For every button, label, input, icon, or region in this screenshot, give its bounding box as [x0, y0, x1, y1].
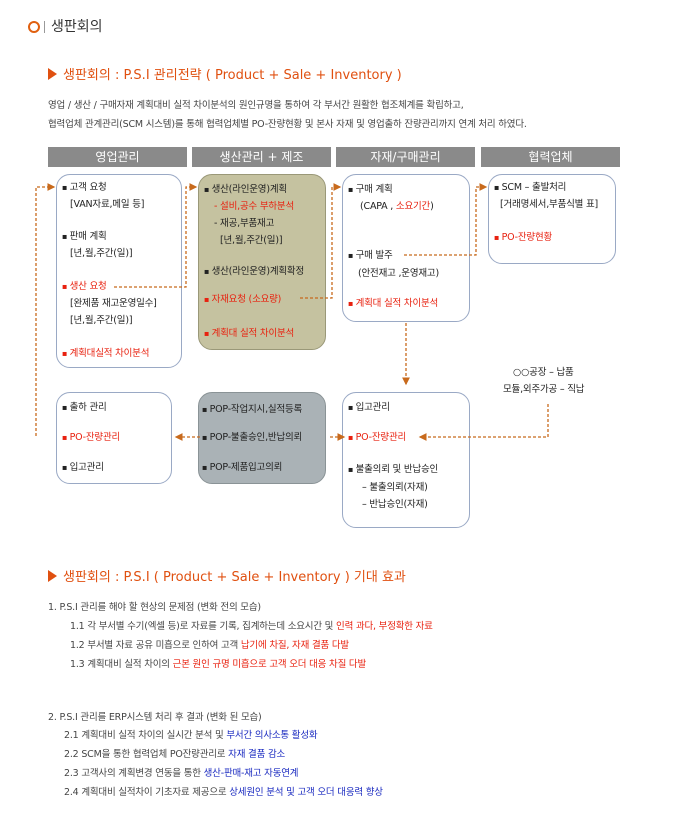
- prod-item-wip-stock: - 재공,부품재고: [214, 218, 275, 229]
- effect-p2-heading: 2. P.S.I 관리를 ERP시스템 처리 후 결과 (변화 된 모습): [48, 712, 262, 723]
- prod-item-work-order: POP-작업지시,실적등록: [202, 402, 303, 417]
- prod-item-load-analysis: - 설비,공수 부하분석: [214, 201, 295, 212]
- section1-title: 생판회의 : P.S.I 관리전략 ( Product + Sale + Inv…: [48, 64, 402, 83]
- sales-item-customer-request-detail: [VAN자료,메일 등]: [70, 199, 145, 210]
- mat-item-po-balance: PO-잔량관리: [348, 430, 407, 445]
- delivery-connector: [418, 404, 549, 441]
- sales-item-production-request: 생산 요청: [62, 279, 107, 294]
- prod-item-period: [년,월,주간(일)]: [220, 235, 283, 246]
- mat-item-purchase-plan-detail: (CAPA , 소요기간): [360, 201, 434, 212]
- sales-item-receiving: 입고관리: [62, 460, 104, 475]
- prod-item-variance-analysis: 계획대 실적 차이분석: [204, 326, 295, 341]
- arrow-right-icon: [48, 570, 57, 582]
- production-request-connector: [114, 183, 198, 288]
- partner-item-po-balance: PO-잔량현황: [494, 230, 553, 245]
- arrow-right-icon: [48, 68, 57, 80]
- effect-p2-4: 2.4 계획대비 실적차이 기초자료 제공으로 상세원인 분석 및 고객 오더 …: [64, 787, 383, 798]
- mat-item-receiving: 입고관리: [348, 400, 390, 415]
- mat-item-variance-analysis: 계획대 실적 차이분석: [348, 296, 439, 311]
- page-title: 생판회의: [28, 16, 103, 36]
- effect-p1-heading: 1. P.S.I 관리를 해야 할 현상의 문제점 (변화 전의 모습): [48, 602, 261, 613]
- effect-p1-1: 1.1 각 부서별 수기(엑셀 등)로 자료를 기록, 집계하는데 소요시간 및…: [70, 621, 433, 632]
- partner-item-scm-detail: [거래명세서,부품식별 표]: [500, 199, 599, 210]
- mat-item-purchase-plan: 구매 계획: [348, 182, 393, 197]
- sales-item-sales-plan-detail: [년,월,주간(일)]: [70, 248, 133, 259]
- mat-item-issue-request: – 불출의뢰(자재): [362, 482, 428, 493]
- sales-item-production-request-detail2: [년,월,주간(일)]: [70, 315, 133, 326]
- mat-item-purchase-order: 구매 발주: [348, 248, 393, 263]
- section2-title: 생판회의 : P.S.I ( Product + Sale + Inventor…: [48, 566, 406, 585]
- prod-item-material-request: 자재요청 (소요량): [204, 292, 282, 307]
- partner-note-module: 모듈,외주가공 – 직납: [503, 384, 585, 395]
- divider: [44, 21, 45, 33]
- loop-connector: [35, 183, 56, 436]
- effect-p2-1: 2.1 계획대비 실적 차이의 실시간 분석 및 부서간 의사소통 활성화: [64, 730, 318, 741]
- sales-item-production-request-detail1: [완제품 재고운영일수]: [70, 298, 157, 309]
- purchase-order-connector: [404, 183, 488, 256]
- sales-item-variance-analysis: 계획대실적 차이분석: [62, 346, 150, 361]
- effect-p2-3: 2.3 고객사의 계획변경 연동을 통한 생산-판매-재고 자동연계: [64, 768, 299, 779]
- mat-item-purchase-order-detail: (안전재고 ,운영재고): [358, 268, 439, 279]
- effect-p1-3: 1.3 계획대비 실적 차이의 근본 원인 규명 미흡으로 고객 오더 대응 차…: [70, 659, 367, 670]
- section1-description: 영업 / 생산 / 구매자재 계획대비 실적 차이분석의 원인규명을 통하여 각…: [48, 100, 527, 130]
- header-production: 생산관리 + 제조: [192, 147, 331, 167]
- prod-item-line-plan: 생산(라인운영)계획: [204, 182, 288, 197]
- mat-item-return-approval: – 반납승인(자재): [362, 499, 428, 510]
- prod-item-issue-approval: POP-불출승인,반납의뢰: [202, 430, 303, 445]
- sales-plan-box: [56, 174, 182, 368]
- circle-marker-icon: [28, 21, 40, 33]
- sales-item-po-balance: PO-잔량관리: [62, 430, 121, 445]
- sales-item-shipping: 출하 관리: [62, 400, 107, 415]
- material-request-connector: [300, 183, 342, 299]
- header-partner: 협력업체: [481, 147, 620, 167]
- prod-item-product-receiving: POP-제품입고의뢰: [202, 460, 283, 475]
- effect-p1-2: 1.2 부서별 자료 공유 미흡으로 인하여 고객 납기에 차질, 자재 결품 …: [70, 640, 349, 651]
- partner-item-scm: SCM – 출발처리: [494, 180, 567, 195]
- header-materials: 자재/구매관리: [336, 147, 475, 167]
- mat-item-issue-return: 불출의뢰 및 반납승인: [348, 462, 439, 477]
- prod-item-plan-confirm: 생산(라인운영)계획확정: [204, 264, 305, 279]
- partner-note-factory: ○○공장 – 납품: [513, 367, 574, 378]
- header-sales: 영업관리: [48, 147, 187, 167]
- production-plan-box: [198, 174, 326, 350]
- sales-item-customer-request: 고객 요청: [62, 180, 107, 195]
- effect-p2-2: 2.2 SCM을 통한 협력업체 PO잔량관리로 자재 결품 감소: [64, 749, 286, 760]
- sales-item-sales-plan: 판매 계획: [62, 229, 107, 244]
